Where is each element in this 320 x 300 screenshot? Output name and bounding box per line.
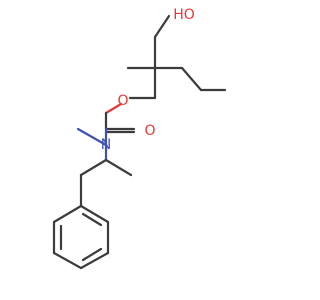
ring-bond-4 <box>52 251 83 270</box>
bond-hydroxyl-ch2 <box>153 14 171 39</box>
ring-bond-3 <box>79 251 110 270</box>
ester-oxygen-label: O <box>117 93 128 109</box>
ring-inner-bond-2 <box>81 247 103 262</box>
bond-propyl-1 <box>180 66 203 92</box>
ring-bond-6 <box>52 204 83 224</box>
hydroxyl-label: HO <box>173 7 195 23</box>
bond-chain-benzyl <box>79 158 108 177</box>
molecule-svg: HO O O N <box>52 7 227 270</box>
carbonyl-oxygen-label: O <box>144 123 155 139</box>
nitrogen-label: N <box>101 137 111 153</box>
ring-inner-bond-1 <box>81 212 103 227</box>
ring-bond-1 <box>79 204 110 224</box>
bond-chain-methyl <box>104 158 133 177</box>
molecule-diagram: HO O O N <box>52 7 227 270</box>
bond-nitrogen-methyl <box>76 127 108 147</box>
bond-ester-oxygen-carbon <box>104 102 123 115</box>
